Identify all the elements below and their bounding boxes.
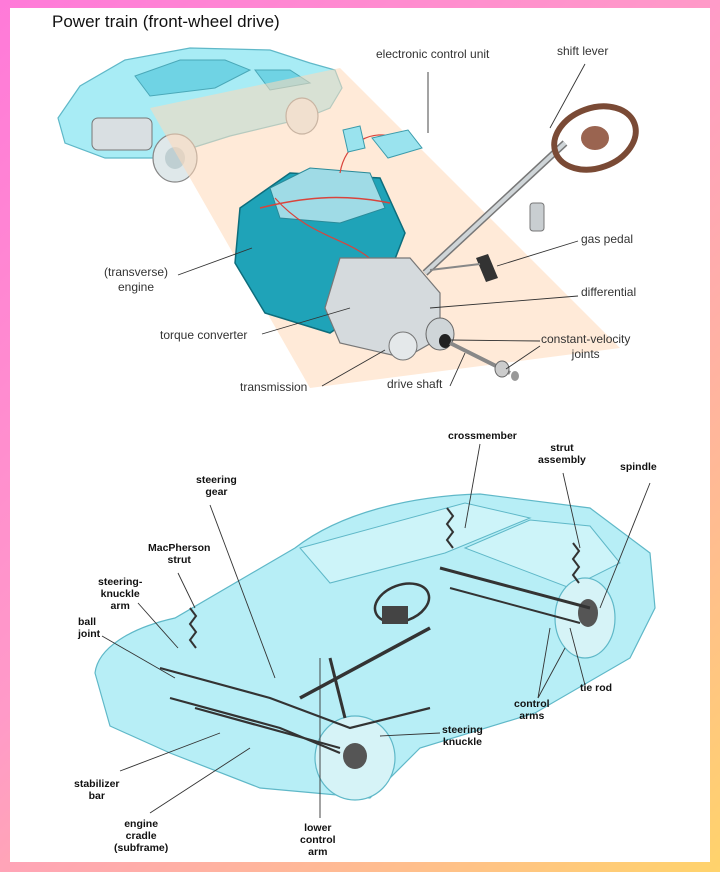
label-drive-shaft: drive shaft [387, 377, 443, 391]
label-control-arms: control arms [514, 698, 550, 722]
label-steering-gear: steering gear [196, 474, 237, 498]
illustration [57, 47, 656, 818]
label-steering-knuckle: steering knuckle [442, 724, 483, 748]
label-gas-pedal: gas pedal [581, 232, 634, 246]
steering-column [422, 103, 639, 282]
label-spindle: spindle [620, 461, 657, 473]
label-torque-converter: torque converter [160, 328, 248, 342]
drive-shaft [449, 341, 519, 381]
front-hub [343, 743, 367, 769]
label-lower-control-arm: lower control arm [300, 822, 336, 858]
bottom-leader-lines [101, 443, 651, 818]
rear-hub [578, 599, 598, 627]
label-differential: differential [581, 285, 637, 299]
diagram-canvas: Power train (front-wheel drive) electron… [10, 8, 710, 862]
label-strut-assembly: strut assembly [538, 442, 586, 466]
diagram-title: Power train (front-wheel drive) [52, 12, 280, 31]
label-engine: (transverse) engine [104, 265, 169, 294]
ecu-box [342, 125, 423, 159]
label-transmission: transmission [240, 380, 308, 394]
label-steering-knuckle-arm: steering- knuckle arm [98, 576, 143, 612]
top-leader-lines [177, 63, 586, 387]
label-shift-lever: shift lever [557, 44, 609, 58]
label-cv-joints: constant-velocity joints [541, 332, 631, 361]
label-ball-joint: ball joint [78, 616, 101, 640]
bottom-car-body [94, 493, 656, 801]
label-macpherson-strut: MacPherson strut [148, 542, 211, 566]
label-engine-cradle: engine cradle (subframe) [114, 818, 169, 854]
transmission-unit [324, 257, 455, 361]
label-tie-rod: tie rod [580, 682, 613, 694]
steering-wheel-bottom [373, 582, 431, 624]
label-crossmember: crossmember [448, 430, 517, 442]
label-stabilizer-bar: stabilizer bar [74, 778, 120, 802]
label-ecu: electronic control unit [376, 47, 490, 61]
